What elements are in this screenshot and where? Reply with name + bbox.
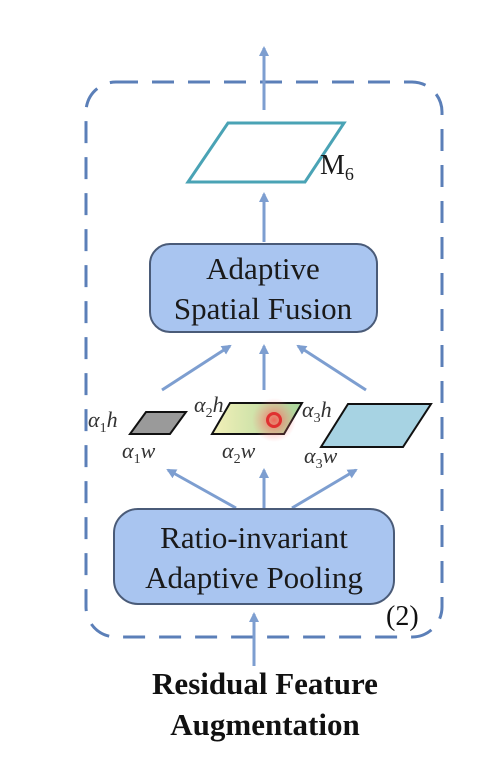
adaptive-spatial-fusion-box <box>149 243 378 333</box>
map3-height-label: α3h <box>302 397 332 426</box>
pooled-feature-map-1 <box>128 411 188 435</box>
caption-line2: Augmentation <box>170 707 359 742</box>
fusion-box-line1: Adaptive <box>206 251 320 286</box>
cursor-icon <box>266 412 282 428</box>
output-label-m6: M6 <box>320 150 354 184</box>
map3-width-label: α3w <box>304 443 338 472</box>
map1-to-fusion-arrow <box>161 344 232 392</box>
map2-width-label: α2w <box>222 438 256 467</box>
fusion-box-line2: Spatial Fusion <box>174 291 353 326</box>
pooled-feature-map-3 <box>319 403 433 448</box>
pooling-box-line2: Adaptive Pooling <box>145 560 363 595</box>
map3-to-fusion-arrow <box>296 344 367 392</box>
caption-line1: Residual Feature <box>152 666 378 701</box>
pool-to-map1-arrow <box>166 468 237 510</box>
map2-height-label: α2h <box>194 392 224 421</box>
pool-to-map3-arrow <box>291 468 358 510</box>
cursor-glow <box>252 398 296 442</box>
map1-height-label: α1h <box>88 407 118 436</box>
pooling-box-line1: Ratio-invariant <box>160 520 348 555</box>
map1-width-label: α1w <box>122 438 156 467</box>
step-label: (2) <box>386 601 419 632</box>
ratio-invariant-adaptive-pooling-box <box>113 508 395 605</box>
output-feature-map-m6 <box>185 121 347 184</box>
